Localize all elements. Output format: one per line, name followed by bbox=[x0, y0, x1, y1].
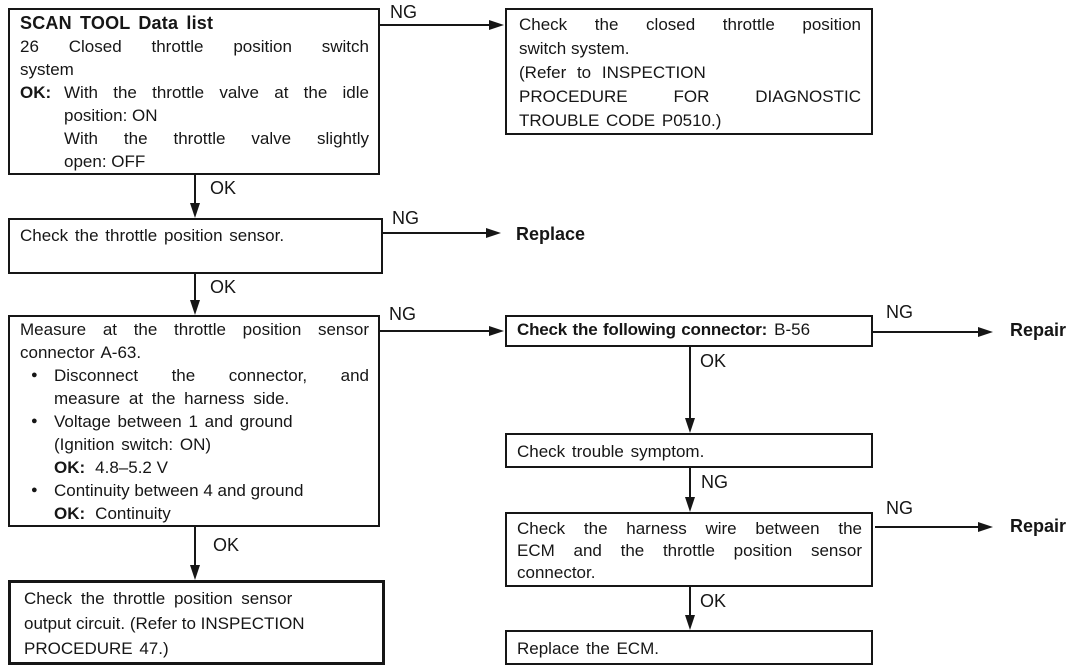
ok-label: OK bbox=[210, 178, 237, 198]
repair-label: Repair bbox=[1010, 516, 1067, 536]
ok-label: OK bbox=[700, 351, 727, 371]
check-closed-throttle-switch-box: Check the closed throttle position switc… bbox=[505, 8, 873, 135]
text-line: Measure at the throttle position sensor bbox=[20, 320, 369, 339]
text-line: Check the throttle position sensor bbox=[24, 589, 293, 608]
text-line: Check the throttle position sensor. bbox=[20, 226, 285, 245]
ok-condition-block: OK: With the throttle valve at the idle … bbox=[20, 81, 369, 173]
text-line: output circuit. (Refer to INSPECTION bbox=[24, 614, 305, 633]
line-vertical bbox=[689, 468, 691, 498]
ok-condition-lines: With the throttle valve at the idle posi… bbox=[64, 81, 369, 173]
arrow-down bbox=[190, 203, 200, 218]
text-line: TROUBLE CODE P0510.) bbox=[519, 111, 722, 130]
text-line: (Ignition switch: ON) bbox=[54, 435, 212, 454]
arrow-right bbox=[489, 20, 504, 30]
text-line: position: ON bbox=[64, 106, 158, 125]
line-vertical bbox=[689, 347, 691, 419]
ng-label: NG bbox=[389, 304, 416, 324]
text-line: Voltage between 1 and ground bbox=[54, 412, 293, 431]
text-line: PROCEDURE 47.) bbox=[24, 639, 169, 658]
arrow-right bbox=[978, 327, 993, 337]
ng-label: NG bbox=[701, 472, 728, 492]
bullet-text: Disconnect the connector, and measure at… bbox=[54, 364, 369, 410]
check-harness-wire-box: Check the harness wire between the ECM a… bbox=[505, 512, 873, 587]
check-sensor-output-circuit-box: Check the throttle position sensor outpu… bbox=[8, 580, 385, 665]
ok-prefix: OK: bbox=[54, 458, 86, 477]
line-horizontal bbox=[380, 24, 490, 26]
text-line: (Refer to INSPECTION bbox=[519, 63, 706, 82]
ng-label: NG bbox=[390, 2, 417, 22]
box-title: SCAN TOOL Data list bbox=[20, 13, 214, 33]
arrow-down bbox=[685, 418, 695, 433]
line-vertical bbox=[689, 587, 691, 616]
ng-label: NG bbox=[392, 208, 419, 228]
arrow-right bbox=[489, 326, 504, 336]
text-line: With the throttle valve slightly bbox=[64, 129, 369, 148]
check-connector-b56-box: Check the following connector: B-56 bbox=[505, 315, 873, 347]
text-line: switch system. bbox=[519, 39, 630, 58]
arrow-down bbox=[190, 300, 200, 315]
replace-label: Replace bbox=[516, 224, 586, 244]
ok-label: OK bbox=[213, 535, 240, 555]
text-line: connector A-63. bbox=[20, 343, 142, 362]
check-throttle-position-sensor-box: Check the throttle position sensor. bbox=[8, 218, 383, 274]
text-line: Continuity between 4 and ground bbox=[54, 481, 304, 500]
ng-label: NG bbox=[886, 498, 913, 518]
bullet-icon: ● bbox=[31, 369, 38, 381]
text-line: measure at the harness side. bbox=[54, 389, 290, 408]
ng-label: NG bbox=[886, 302, 913, 322]
ok-value: 4.8–5.2 V bbox=[95, 458, 168, 477]
text-line: PROCEDURE FOR DIAGNOSTIC bbox=[519, 87, 861, 106]
measure-connector-a63-box: Measure at the throttle position sensor … bbox=[8, 315, 380, 527]
text-line: connector. bbox=[517, 563, 596, 582]
bullet-text: Continuity between 4 and ground OK: Conti… bbox=[54, 479, 369, 525]
text-line: Replace the ECM. bbox=[517, 639, 659, 658]
ok-prefix: OK: bbox=[20, 83, 52, 102]
text-line: system bbox=[20, 60, 74, 79]
line-vertical bbox=[194, 274, 196, 302]
text-line: Check the harness wire between the bbox=[517, 519, 862, 538]
text-line: Disconnect the connector, and bbox=[54, 366, 369, 385]
repair-label: Repair bbox=[1010, 320, 1067, 340]
ok-prefix: OK: bbox=[54, 504, 86, 523]
arrow-down bbox=[685, 497, 695, 512]
text-line: With the throttle valve at the idle bbox=[64, 83, 369, 102]
line-vertical bbox=[194, 527, 196, 566]
arrow-down bbox=[685, 615, 695, 630]
bullet-item: ● Continuity between 4 and ground OK:Con… bbox=[20, 479, 369, 525]
bullet-icon: ● bbox=[31, 415, 38, 427]
line-vertical bbox=[194, 175, 196, 205]
ok-value: Continuity bbox=[95, 504, 171, 523]
arrow-right bbox=[486, 228, 501, 238]
bullet-icon: ● bbox=[31, 484, 38, 496]
text-line: Check the following connector: bbox=[517, 320, 768, 339]
connector-id: B-56 bbox=[774, 320, 811, 339]
text-line: ECM and the throttle position sensor bbox=[517, 541, 862, 560]
text-line: OK: Continuity bbox=[54, 502, 369, 525]
line-horizontal bbox=[875, 526, 979, 528]
line-horizontal bbox=[383, 232, 487, 234]
text-line: Check trouble symptom. bbox=[517, 442, 705, 461]
bullet-item: ● Voltage between 1 and ground (Ignition… bbox=[20, 410, 369, 479]
check-trouble-symptom-box: Check trouble symptom. bbox=[505, 433, 873, 468]
line-horizontal bbox=[873, 331, 979, 333]
bullet-text: Voltage between 1 and ground (Ignition s… bbox=[54, 410, 369, 479]
ok-label: OK bbox=[700, 591, 727, 611]
line-horizontal bbox=[380, 330, 490, 332]
ok-label: OK bbox=[210, 277, 237, 297]
scan-tool-data-list-box: SCAN TOOL Data list 26 Closed throttle p… bbox=[8, 8, 380, 175]
arrow-down bbox=[190, 565, 200, 580]
arrow-right bbox=[978, 522, 993, 532]
text-line: 26 Closed throttle position switch bbox=[20, 37, 369, 56]
text-line: OK: 4.8–5.2 V bbox=[54, 456, 369, 479]
replace-ecm-box: Replace the ECM. bbox=[505, 630, 873, 665]
bullet-item: ● Disconnect the connector, and measure … bbox=[20, 364, 369, 410]
text-line: Check the closed throttle position bbox=[519, 15, 861, 34]
text-line: open: OFF bbox=[64, 152, 146, 171]
